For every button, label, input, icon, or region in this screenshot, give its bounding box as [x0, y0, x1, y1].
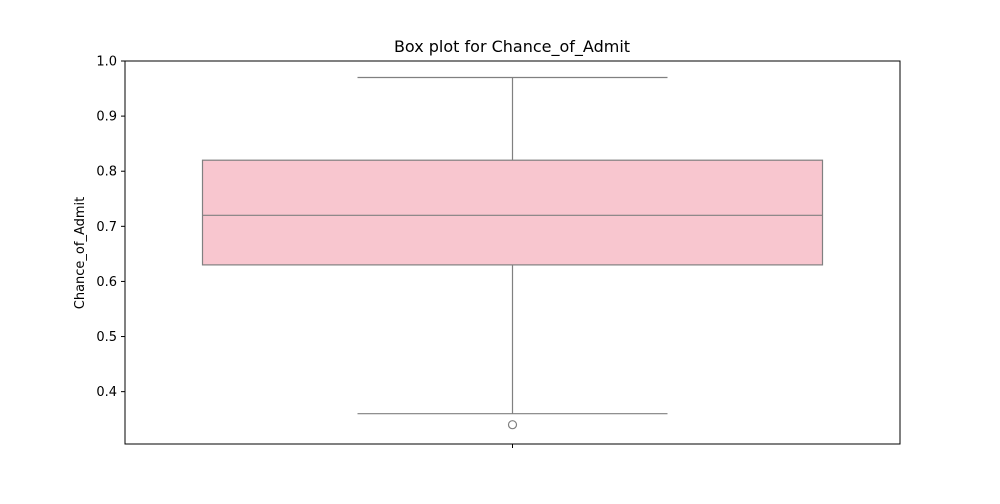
y-tick-label: 0.6	[96, 275, 117, 290]
y-tick-label: 0.5	[96, 330, 117, 345]
chart-title: Box plot for Chance_of_Admit	[394, 37, 630, 57]
y-axis-label: Chance_of_Admit	[73, 197, 88, 310]
outlier-point	[507, 420, 518, 430]
y-tick-label: 0.4	[96, 385, 117, 400]
y-tick-label: 1.0	[96, 55, 117, 70]
plot-area: 0.4 0.5 0.6 0.7 0.8 0.9 1.0	[96, 55, 901, 448]
box-body	[201, 159, 824, 266]
y-tick-label: 0.8	[96, 165, 117, 180]
y-tick-label: 0.7	[96, 220, 117, 235]
y-tick-label: 0.9	[96, 110, 117, 125]
